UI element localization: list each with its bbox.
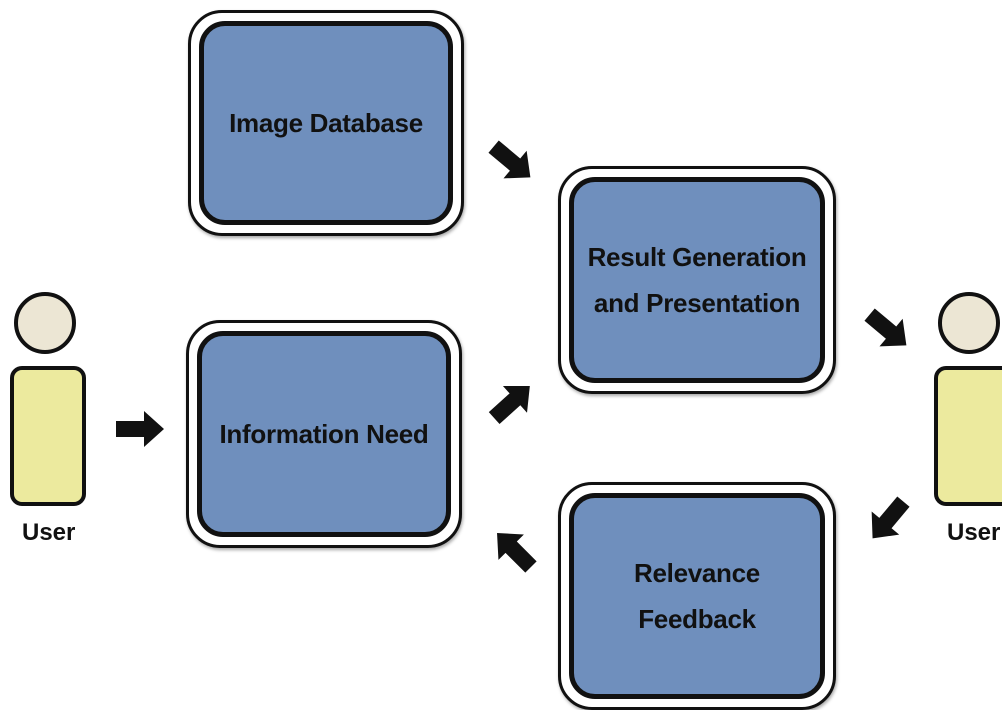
arrow-down-right-icon [488, 140, 531, 179]
arrow-up-right-icon [488, 385, 530, 425]
result-generation-line-1: Result Generation [587, 242, 807, 272]
result-generation-label: Result Generation and Presentation [578, 234, 817, 326]
image-database-inner: Image Database [199, 21, 453, 225]
right-user-head [938, 292, 1000, 354]
result-generation-line-2: and Presentation [593, 288, 801, 318]
left-user-body [10, 366, 86, 506]
relevance-feedback-box: Relevance Feedback [558, 482, 836, 710]
arrow-down-left-icon [871, 496, 910, 539]
arrow-up-left-icon [497, 533, 537, 573]
right-user-label: User [947, 519, 1001, 546]
arrow-result-to-user [862, 308, 914, 350]
arrow-relevance-feedback-to-information-need [488, 530, 540, 573]
left-user-head [14, 292, 76, 354]
arrow-user-to-information-need [114, 409, 166, 449]
information-need-box: Information Need [186, 320, 462, 548]
left-user-label: User [22, 519, 76, 546]
arrow-down-right-icon [864, 308, 907, 347]
relevance-feedback-inner: Relevance Feedback [569, 493, 825, 699]
arrow-information-need-to-result [486, 382, 538, 425]
information-need-label: Information Need [219, 419, 429, 449]
image-database-label: Image Database [229, 108, 423, 138]
arrow-image-database-to-result [486, 140, 538, 182]
result-generation-inner: Result Generation and Presentation [569, 177, 825, 383]
arrow-right-icon [116, 411, 164, 447]
information-need-inner: Information Need [197, 331, 451, 537]
arrow-user-to-relevance-feedback [862, 496, 914, 540]
relevance-feedback-label: Relevance Feedback [634, 558, 760, 634]
image-database-box: Image Database [188, 10, 464, 236]
right-user-body [934, 366, 1002, 506]
result-generation-box: Result Generation and Presentation [558, 166, 836, 394]
